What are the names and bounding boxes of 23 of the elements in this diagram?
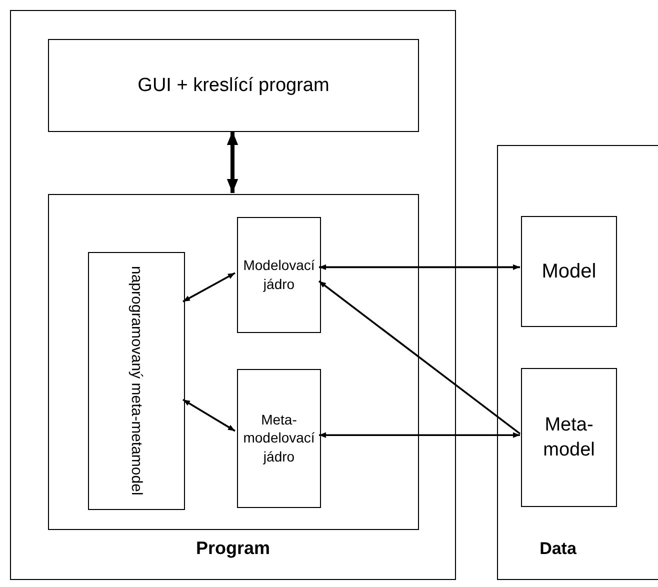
component-box [521,368,617,507]
arrow [319,432,520,438]
component-box [88,252,185,510]
box-label: Model [540,259,598,284]
box-label: Meta-modelovací jádro [242,410,316,467]
component-box [48,39,419,132]
component-box [521,216,617,327]
component-box [237,217,321,333]
arrow [318,280,521,434]
container-box [48,194,419,530]
box-label: Meta-model [542,412,596,462]
arrow [319,264,520,270]
box-label: GUI + kreslící program [136,74,330,98]
box-label: naprogramovaný meta-metamodel [128,265,146,498]
box-label: Modelovací jádro [242,256,316,294]
arrow [182,398,236,432]
container-box [497,145,658,580]
box-label: Data [538,539,578,559]
box-label: Program [194,538,272,559]
arrow [226,131,238,193]
container-box [10,10,456,580]
arrow [182,272,236,302]
component-box [237,369,321,508]
